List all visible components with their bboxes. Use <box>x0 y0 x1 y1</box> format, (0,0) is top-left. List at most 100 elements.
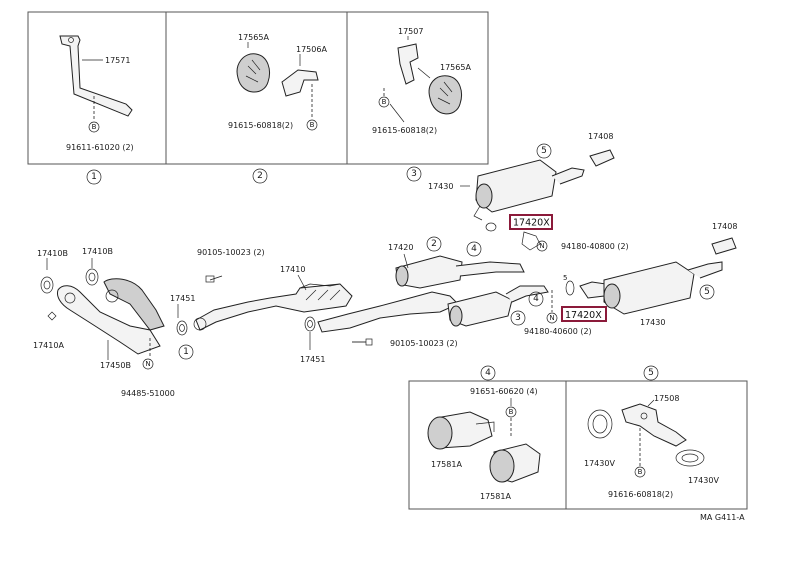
part-label-17581A-lower[interactable]: 17581A <box>480 492 511 501</box>
callout-4-main-b <box>528 291 544 307</box>
callout-2-main <box>426 236 442 252</box>
part-label-17410[interactable]: 17410 <box>280 265 305 274</box>
lower-muffler-assembly: 5 17408 17430 <box>563 222 737 327</box>
gasket-17451-b-icon <box>304 316 316 332</box>
part-label-94485[interactable]: 94485-51000 <box>121 389 175 398</box>
svg-text:B: B <box>382 98 387 106</box>
part-label-17450B[interactable]: 17450B <box>100 361 131 370</box>
part-label-17420[interactable]: 17420 <box>388 243 413 252</box>
gasket-ring-lower <box>565 280 575 296</box>
bracket-17507-icon <box>397 43 419 85</box>
part-label-91611[interactable]: 91611-61020 (2) <box>66 143 134 152</box>
part-label-94180-40800[interactable]: 94180-40800 (2) <box>561 242 629 251</box>
part-label-90105-bottom[interactable]: 90105-10023 (2) <box>390 339 458 348</box>
highlight-label-17420X-upper[interactable]: 17420X <box>513 218 550 229</box>
part-label-17571[interactable]: 17571 <box>105 56 130 65</box>
part-label-17506A[interactable]: 17506A <box>296 45 327 54</box>
callout-3-main <box>510 310 526 326</box>
part-label-17410B-a[interactable]: 17410B <box>37 249 68 258</box>
svg-text:4: 4 <box>533 294 539 304</box>
detail-3: 17507 17565A B 91615-60818(2) <box>372 27 471 135</box>
manifold-section: 17410B 17410B 17410A 17450B N 94485-5100… <box>33 247 175 398</box>
part-label-91651[interactable]: 91651-60620 (4) <box>470 387 538 396</box>
nut-n-marker <box>142 358 154 370</box>
cushion-17565A-icon <box>236 53 270 93</box>
svg-text:B: B <box>638 468 643 476</box>
bolt-b-marker-4 <box>505 406 517 418</box>
detail-5: 17508 17430V 17430V B 91616-60818(2) <box>584 394 719 499</box>
part-label-17451-b[interactable]: 17451 <box>300 355 325 364</box>
part-label-94180-40600[interactable]: 94180-40600 (2) <box>524 327 592 336</box>
svg-text:5: 5 <box>704 287 710 297</box>
part-label-17507[interactable]: 17507 <box>398 27 423 36</box>
highlight-box-17420X-lower[interactable] <box>561 306 607 322</box>
muffler-17430-lower-icon <box>603 261 695 315</box>
callout-1 <box>86 169 102 185</box>
part-label-91615-a[interactable]: 91615-60818(2) <box>228 121 293 130</box>
nut-n-marker-lower <box>546 312 558 324</box>
svg-text:N: N <box>539 242 544 250</box>
svg-text:4: 4 <box>471 244 477 254</box>
part-label-17430-upper[interactable]: 17430 <box>428 182 453 191</box>
detail-2: 17565A 17506A B 91615-60818(2) <box>228 33 327 131</box>
svg-text:2: 2 <box>431 239 437 249</box>
bracket-17508-icon <box>621 403 687 447</box>
part-label-17430-lower[interactable]: 17430 <box>640 318 665 327</box>
tail-pipe-17408-lower-icon <box>711 237 737 255</box>
svg-text:3: 3 <box>515 313 521 323</box>
highlight-box-17420X-upper[interactable] <box>509 214 553 230</box>
callout-2 <box>252 168 268 184</box>
part-label-91615-b[interactable]: 91615-60818(2) <box>372 126 437 135</box>
bracket-17506A-icon <box>281 69 319 97</box>
front-pipe-17410-icon <box>195 283 353 331</box>
diagram-code: MA G411-A <box>700 513 745 522</box>
part-label-17430V-right[interactable]: 17430V <box>688 476 719 485</box>
part-label-17451-a[interactable]: 17451 <box>170 294 195 303</box>
svg-text:N: N <box>549 314 554 322</box>
part-label-17508[interactable]: 17508 <box>654 394 679 403</box>
svg-text:2: 2 <box>257 171 263 181</box>
clamp-17410A-icon <box>47 311 57 321</box>
part-label-17408-lower[interactable]: 17408 <box>712 222 737 231</box>
gasket-17430V-right-icon <box>675 449 705 467</box>
bolt-b-marker-5 <box>634 466 646 478</box>
bottom-detail-frame <box>408 380 748 510</box>
gasket-17430V-left-icon <box>587 409 613 439</box>
callout-4-main <box>466 241 482 257</box>
tail-pipe-17408-upper-icon <box>589 149 615 167</box>
callout-5 <box>643 365 659 381</box>
part-label-17410B-b[interactable]: 17410B <box>82 247 113 256</box>
gasket-17451-a-icon <box>176 320 188 336</box>
center-pipe-section: 17420 <box>317 243 549 333</box>
bolt-b-marker-3 <box>378 96 390 108</box>
part-label-17410A[interactable]: 17410A <box>33 341 64 350</box>
part-label-17430V-left[interactable]: 17430V <box>584 459 615 468</box>
svg-text:B: B <box>310 121 315 129</box>
svg-text:1: 1 <box>183 347 189 357</box>
svg-text:N: N <box>145 360 150 368</box>
part-label-17408-upper[interactable]: 17408 <box>588 132 613 141</box>
manifold-pipe-17450B-icon <box>57 285 161 355</box>
svg-text:3: 3 <box>411 169 417 179</box>
bolt-b-marker <box>88 121 100 133</box>
svg-text:B: B <box>509 408 514 416</box>
part-label-90105-top[interactable]: 90105-10023 (2) <box>197 248 265 257</box>
part-label-91616[interactable]: 91616-60818(2) <box>608 490 673 499</box>
part-label-17581A-upper[interactable]: 17581A <box>431 460 462 469</box>
svg-text:B: B <box>92 123 97 131</box>
gasket-17410B-a-icon <box>40 276 54 294</box>
callout-5-upper <box>536 143 552 159</box>
callout-1-main <box>178 344 194 360</box>
part-label-17565A[interactable]: 17565A <box>238 33 269 42</box>
cushion-17565A-b-icon <box>428 75 462 115</box>
highlight-label-17420X-lower[interactable]: 17420X <box>565 310 602 321</box>
detail-1: 17571 B 91611-61020 (2) <box>59 35 134 152</box>
part-label-17565A-b[interactable]: 17565A <box>440 63 471 72</box>
svg-text:5: 5 <box>563 274 567 282</box>
gasket-17410B-b-icon <box>85 268 99 286</box>
svg-text:5: 5 <box>541 146 547 156</box>
callout-5-main <box>699 284 715 300</box>
bracket-17571-icon <box>59 35 133 117</box>
bracket-hole <box>68 37 74 43</box>
